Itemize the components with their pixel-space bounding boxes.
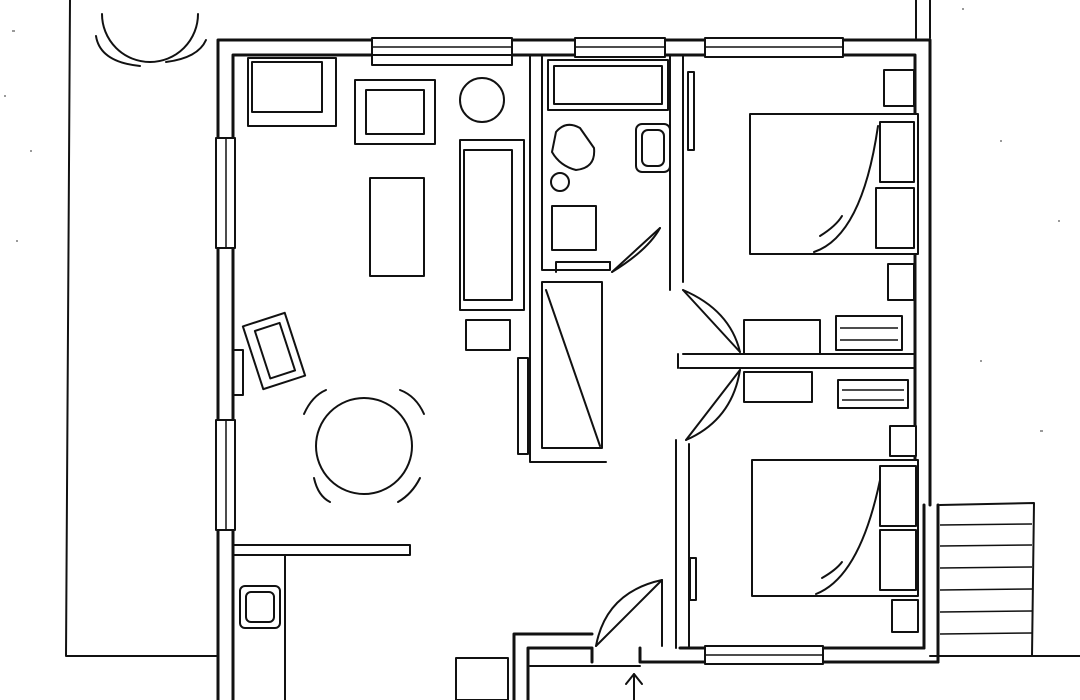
desk (743, 319, 821, 355)
entrance-arrow-icon (625, 673, 643, 700)
shelf (835, 315, 903, 351)
cabinet (551, 205, 597, 251)
bathroom-furniture (547, 59, 671, 251)
pillow (879, 529, 917, 591)
pillow (879, 121, 915, 183)
bedroom-2-furniture (689, 371, 919, 633)
coffee-table (369, 177, 425, 277)
nightstand (883, 69, 915, 107)
entrance-door (595, 579, 663, 647)
windows (215, 37, 844, 665)
doors (595, 227, 741, 647)
pillow (875, 187, 915, 249)
sink (239, 585, 281, 629)
stool (465, 319, 511, 351)
side-table (459, 77, 505, 123)
bedroom-1-furniture (687, 69, 919, 355)
window-top (371, 37, 844, 66)
paper-specks (4, 8, 1060, 432)
window-left (215, 137, 236, 531)
dining-chair (313, 477, 331, 503)
toilet (550, 123, 596, 192)
nightstand (891, 599, 919, 633)
desk (743, 371, 813, 403)
shelf (687, 71, 695, 151)
shelf (837, 379, 909, 409)
pillow (879, 465, 917, 527)
dining-set (303, 389, 425, 503)
dining-chair (399, 389, 425, 415)
living-dining-furniture (241, 57, 529, 503)
armchair (354, 79, 436, 145)
kitchen (239, 585, 281, 629)
bathtub (547, 59, 669, 111)
terrace (65, 0, 219, 657)
bedroom-2-door (685, 369, 741, 441)
dining-chair (303, 389, 327, 415)
interior-walls (232, 54, 916, 700)
nightstand (889, 425, 917, 457)
bedroom-1-door (682, 289, 741, 353)
bathroom-door (611, 227, 661, 273)
lounge-chair (241, 311, 307, 391)
nightstand (887, 263, 915, 301)
washbasin (635, 123, 671, 173)
deck-steps (939, 523, 1033, 635)
window-bottom (704, 645, 824, 665)
sofa (459, 139, 525, 311)
terrace-round-table (95, 13, 207, 67)
side-deck (915, 0, 1080, 657)
dining-chair (397, 477, 421, 503)
shelf (689, 557, 697, 601)
armchair (247, 57, 337, 127)
wardrobe (545, 289, 601, 447)
shelf (517, 357, 529, 455)
